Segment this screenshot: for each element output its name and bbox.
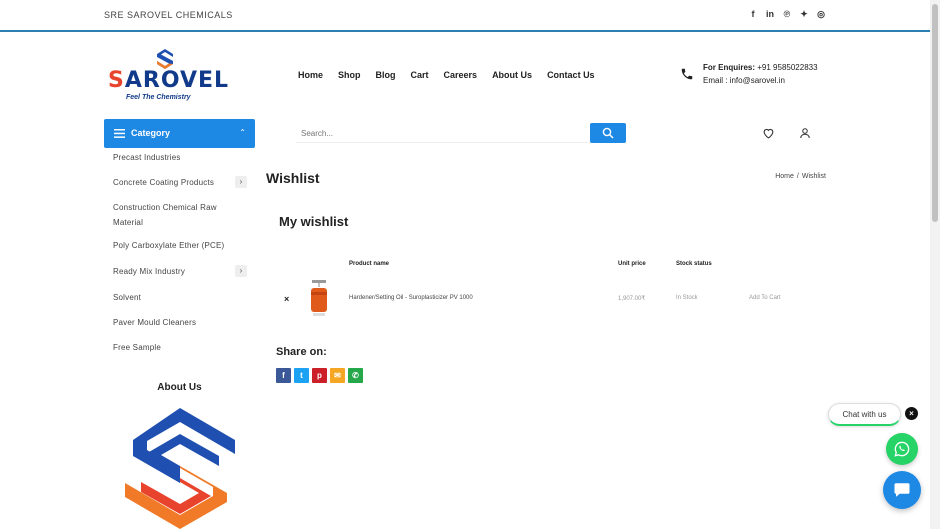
category-item[interactable]: Concrete Coating Products › [113, 175, 253, 199]
logo-wordmark: SAROVEL [108, 68, 229, 93]
nav-cart[interactable]: Cart [410, 70, 429, 80]
hamburger-icon [114, 129, 125, 138]
category-toggle-button[interactable]: Category ⌃ [104, 119, 255, 148]
social-links: f in ℗ ✦ ◎ [749, 9, 825, 20]
share-pinterest-icon[interactable]: p [312, 368, 327, 383]
chevron-right-icon[interactable]: › [235, 176, 247, 188]
share-email-icon[interactable]: ✉ [330, 368, 345, 383]
logo-tagline: Feel The Chemistry [126, 94, 191, 101]
category-item[interactable]: Precast Industries [113, 150, 253, 172]
remove-item-button[interactable]: × [284, 294, 290, 304]
category-item[interactable]: Solvent [113, 290, 253, 314]
about-us-heading: About Us [157, 382, 202, 393]
nav-blog[interactable]: Blog [375, 70, 396, 80]
search-input[interactable] [301, 126, 581, 140]
page-scrollbar[interactable] [930, 0, 940, 529]
breadcrumb-current: Wishlist [801, 173, 826, 180]
main-nav: Home Shop Blog Cart Careers About Us Con… [298, 70, 595, 80]
category-item-label: Paver Mould Cleaners [113, 318, 197, 327]
whatsapp-icon [894, 441, 910, 457]
instagram-icon[interactable]: ◎ [817, 9, 825, 19]
share-whatsapp-icon[interactable]: ✆ [348, 368, 363, 383]
share-buttons: f t p ✉ ✆ [276, 368, 363, 383]
scrollbar-thumb[interactable] [932, 4, 938, 222]
category-item[interactable]: Free Sample [113, 340, 253, 364]
stock-status: In Stock [676, 295, 698, 301]
share-twitter-icon[interactable]: t [294, 368, 309, 383]
add-to-cart-button[interactable]: Add To Cart [749, 295, 781, 301]
category-item[interactable]: Paver Mould Cleaners [113, 315, 253, 339]
breadcrumb-separator: / [796, 173, 799, 180]
chat-with-us-bubble[interactable]: Chat with us [828, 403, 901, 426]
top-bar: SRE SAROVEL CHEMICALS f in ℗ ✦ ◎ [0, 0, 930, 32]
nav-about-us[interactable]: About Us [492, 70, 533, 80]
enquiry-label: For Enquires: [703, 63, 756, 72]
enquiry-email[interactable]: Email : info@sarovel.in [703, 76, 785, 85]
twitter-icon[interactable]: ✦ [800, 9, 808, 19]
search-icon [602, 127, 614, 139]
facebook-icon[interactable]: f [751, 9, 755, 19]
phone-icon [681, 68, 693, 80]
page-title: Wishlist [266, 170, 320, 186]
category-item-label: Poly Carboxylate Ether (PCE) [113, 241, 225, 250]
close-icon[interactable]: × [905, 407, 918, 420]
category-item-label: Solvent [113, 293, 142, 302]
linkedin-icon[interactable]: in [766, 9, 774, 19]
top-bar-brand: SRE SAROVEL CHEMICALS [104, 10, 233, 20]
pinterest-icon[interactable]: ℗ [783, 9, 791, 19]
sarovel-logo-mark-icon [125, 408, 235, 529]
enquiry-phone-line: For Enquires: +91 9585022833 [703, 63, 818, 72]
site-logo[interactable]: SAROVEL Feel The Chemistry [108, 48, 230, 104]
nav-contact-us[interactable]: Contact Us [547, 70, 595, 80]
nav-careers[interactable]: Careers [443, 70, 478, 80]
category-item-label: Construction Chemical Raw Material [113, 203, 217, 227]
category-item-label: Free Sample [113, 343, 161, 352]
column-header-product-name: Product name [349, 261, 390, 267]
chevron-right-icon[interactable]: › [235, 265, 247, 277]
category-item-label: Concrete Coating Products [113, 178, 215, 187]
column-header-stock-status: Stock status [676, 261, 712, 267]
share-facebook-icon[interactable]: f [276, 368, 291, 383]
nav-home[interactable]: Home [298, 70, 324, 80]
category-item[interactable]: Construction Chemical Raw Material [113, 200, 228, 236]
category-item-label: Precast Industries [113, 153, 181, 162]
breadcrumb: Home / Wishlist [775, 173, 826, 180]
whatsapp-button[interactable] [886, 433, 918, 465]
product-thumbnail[interactable] [308, 280, 330, 318]
category-item[interactable]: Poly Carboxylate Ether (PCE) [113, 238, 253, 262]
heart-icon[interactable] [762, 127, 775, 139]
search-button[interactable] [590, 123, 626, 143]
logo-s-mark-icon [157, 49, 173, 69]
breadcrumb-home[interactable]: Home [775, 173, 794, 180]
category-label: Category [131, 128, 171, 138]
nav-shop[interactable]: Shop [338, 70, 361, 80]
live-chat-button[interactable] [883, 471, 921, 509]
logo-wordmark-rest: AROVEL [124, 68, 230, 93]
search-bar [296, 123, 590, 143]
wishlist-section-title: My wishlist [279, 214, 349, 229]
unit-price: 1,907.00₹ [618, 296, 646, 302]
chevron-up-icon: ⌃ [239, 128, 246, 137]
enquiry-phone[interactable]: +91 9585022833 [757, 63, 818, 72]
product-name-link[interactable]: Hardener/Setting Oil - Suroplasticizer P… [349, 295, 473, 301]
share-title: Share on: [276, 346, 327, 358]
chat-icon [894, 483, 910, 497]
category-item-label: Ready Mix Industry [113, 267, 186, 276]
column-header-unit-price: Unit price [618, 261, 646, 267]
category-list: Precast Industries Concrete Coating Prod… [113, 150, 253, 353]
user-icon[interactable] [799, 127, 811, 139]
category-item[interactable]: Ready Mix Industry › [113, 264, 253, 289]
logo-wordmark-first: S [108, 68, 125, 93]
